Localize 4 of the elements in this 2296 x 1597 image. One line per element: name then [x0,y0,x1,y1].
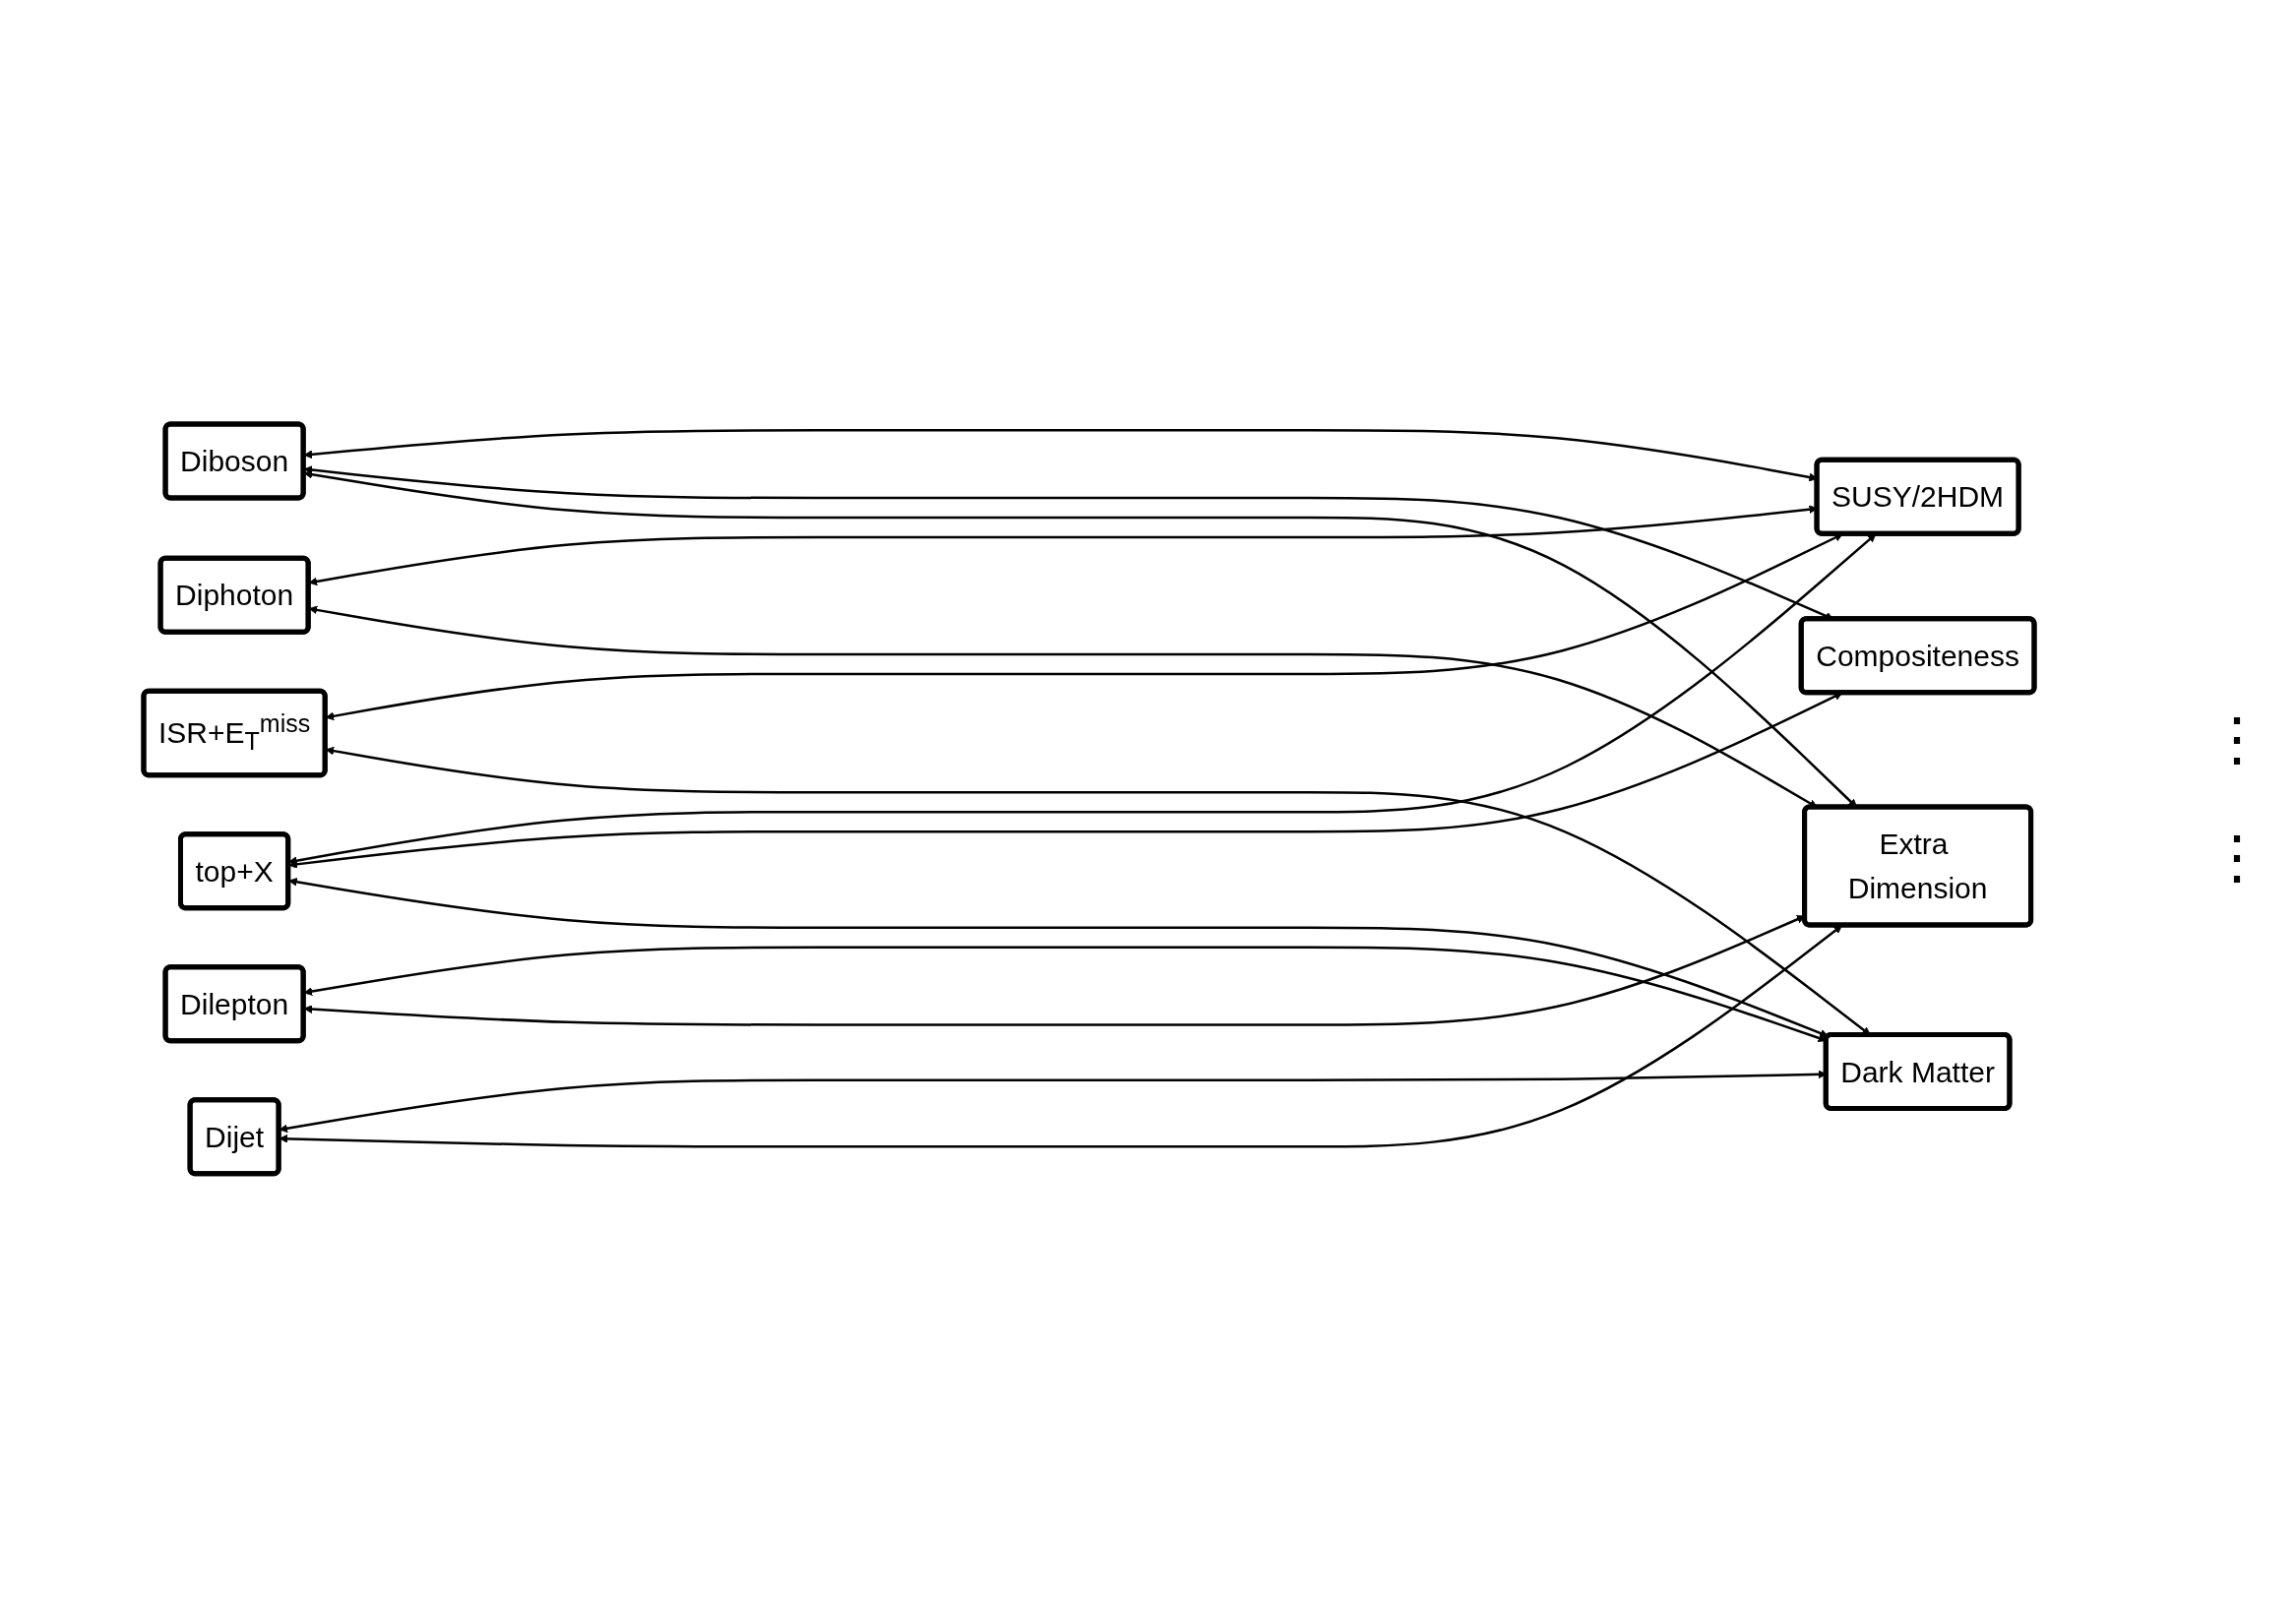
arrow [288,877,1829,1037]
ellipsis-mark: ⋮ [2207,828,2266,888]
arrow [288,533,1877,865]
ellipsis-mark: ⋮ [2207,709,2266,769]
